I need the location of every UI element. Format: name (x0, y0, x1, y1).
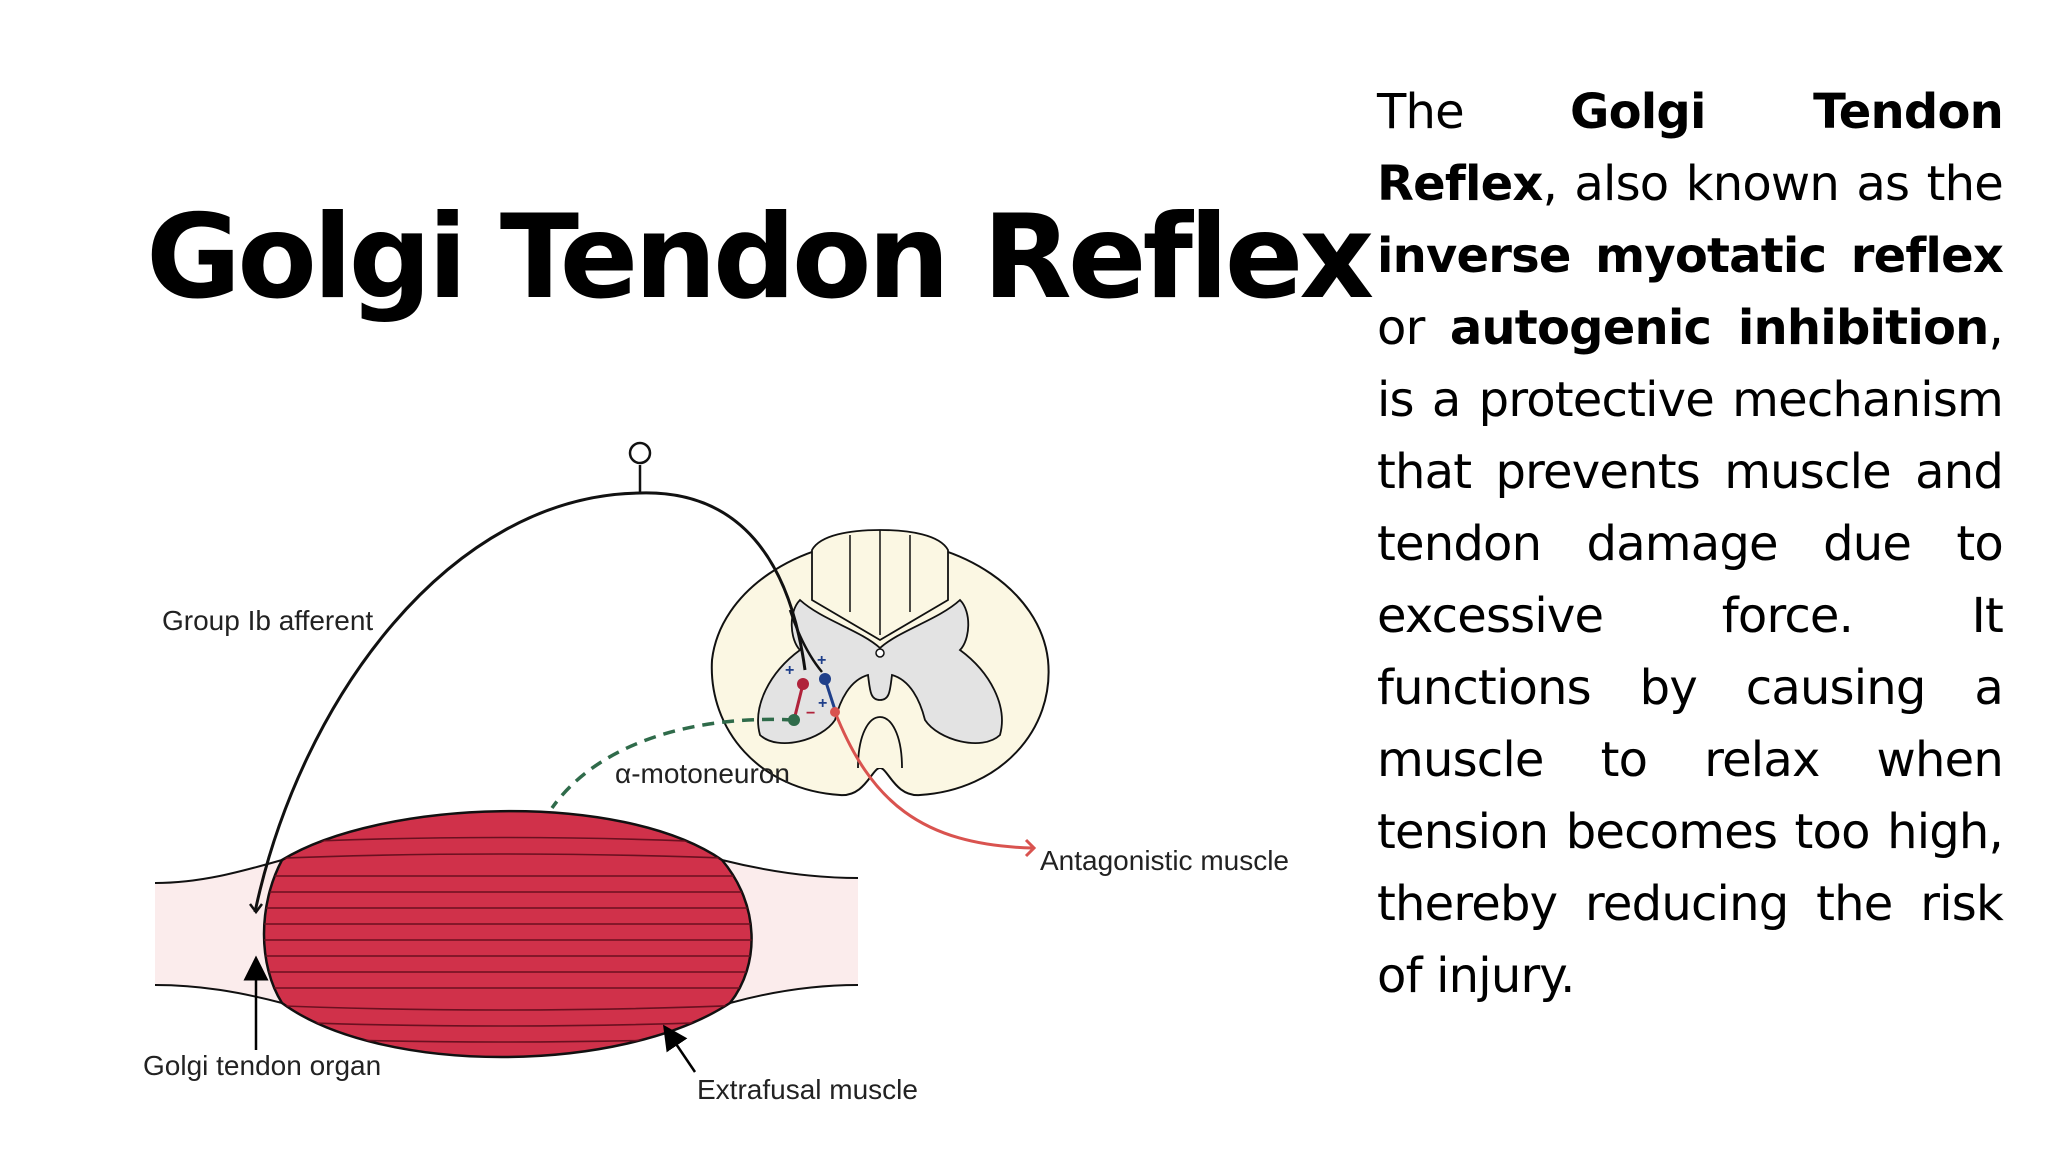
description-text: The (1377, 84, 1570, 140)
tendon-outline-bottom (154, 984, 283, 1004)
group-ib-afferent-fiber (253, 491, 807, 913)
svg-text:−: − (806, 705, 815, 722)
dorsal-root-ganglion (628, 441, 652, 465)
antagonist-interneuron-body (830, 707, 840, 717)
afferent-branch (788, 609, 823, 673)
gto-ending (249, 903, 263, 915)
label-group-ib-afferent: Group Ib afferent (162, 605, 373, 636)
label-alpha-motoneuron: α-motoneuron (615, 758, 790, 789)
description-bold-term: Golgi Tendon Reflex (1377, 84, 2004, 212)
page-title: Golgi Tendon Reflex (146, 190, 1374, 325)
svg-text:+: + (817, 652, 826, 669)
description-text: , is a protective mechanism that prevent… (1377, 300, 2004, 1004)
svg-text:+: + (818, 695, 827, 712)
antagonist-ending (1024, 838, 1037, 858)
label-extrafusal-muscle: Extrafusal muscle (697, 1074, 918, 1105)
antagonist-fiber (833, 711, 1033, 850)
alpha-motoneuron-body (788, 714, 800, 726)
extrafusal-muscle (262, 810, 753, 1059)
description-bold-term: autogenic inhibition (1449, 300, 1989, 356)
gray-matter (757, 598, 1003, 744)
description-text: or (1377, 300, 1450, 356)
interneuron-red-body (797, 678, 809, 690)
synapse-signs: + + + − (785, 652, 827, 722)
interneuron-blue-body (819, 673, 831, 685)
description-bold-term: inverse myotatic reflex (1377, 228, 2004, 284)
extrafusal-pointer-arrow (663, 1024, 697, 1073)
label-antagonistic-muscle: Antagonistic muscle (1040, 845, 1289, 876)
tendon-outline-top-right (721, 859, 859, 879)
svg-text:+: + (785, 662, 794, 679)
ventral-fissure (857, 716, 903, 769)
central-canal (875, 648, 885, 658)
dorsal-column-lines (849, 530, 911, 635)
description-text: , also known as the (1542, 156, 2004, 212)
tendon-outline-bottom-right (729, 984, 859, 1004)
description-paragraph: The Golgi Tendon Reflex, also known as t… (1377, 76, 2004, 1012)
label-golgi-tendon-organ: Golgi tendon organ (143, 1050, 381, 1081)
